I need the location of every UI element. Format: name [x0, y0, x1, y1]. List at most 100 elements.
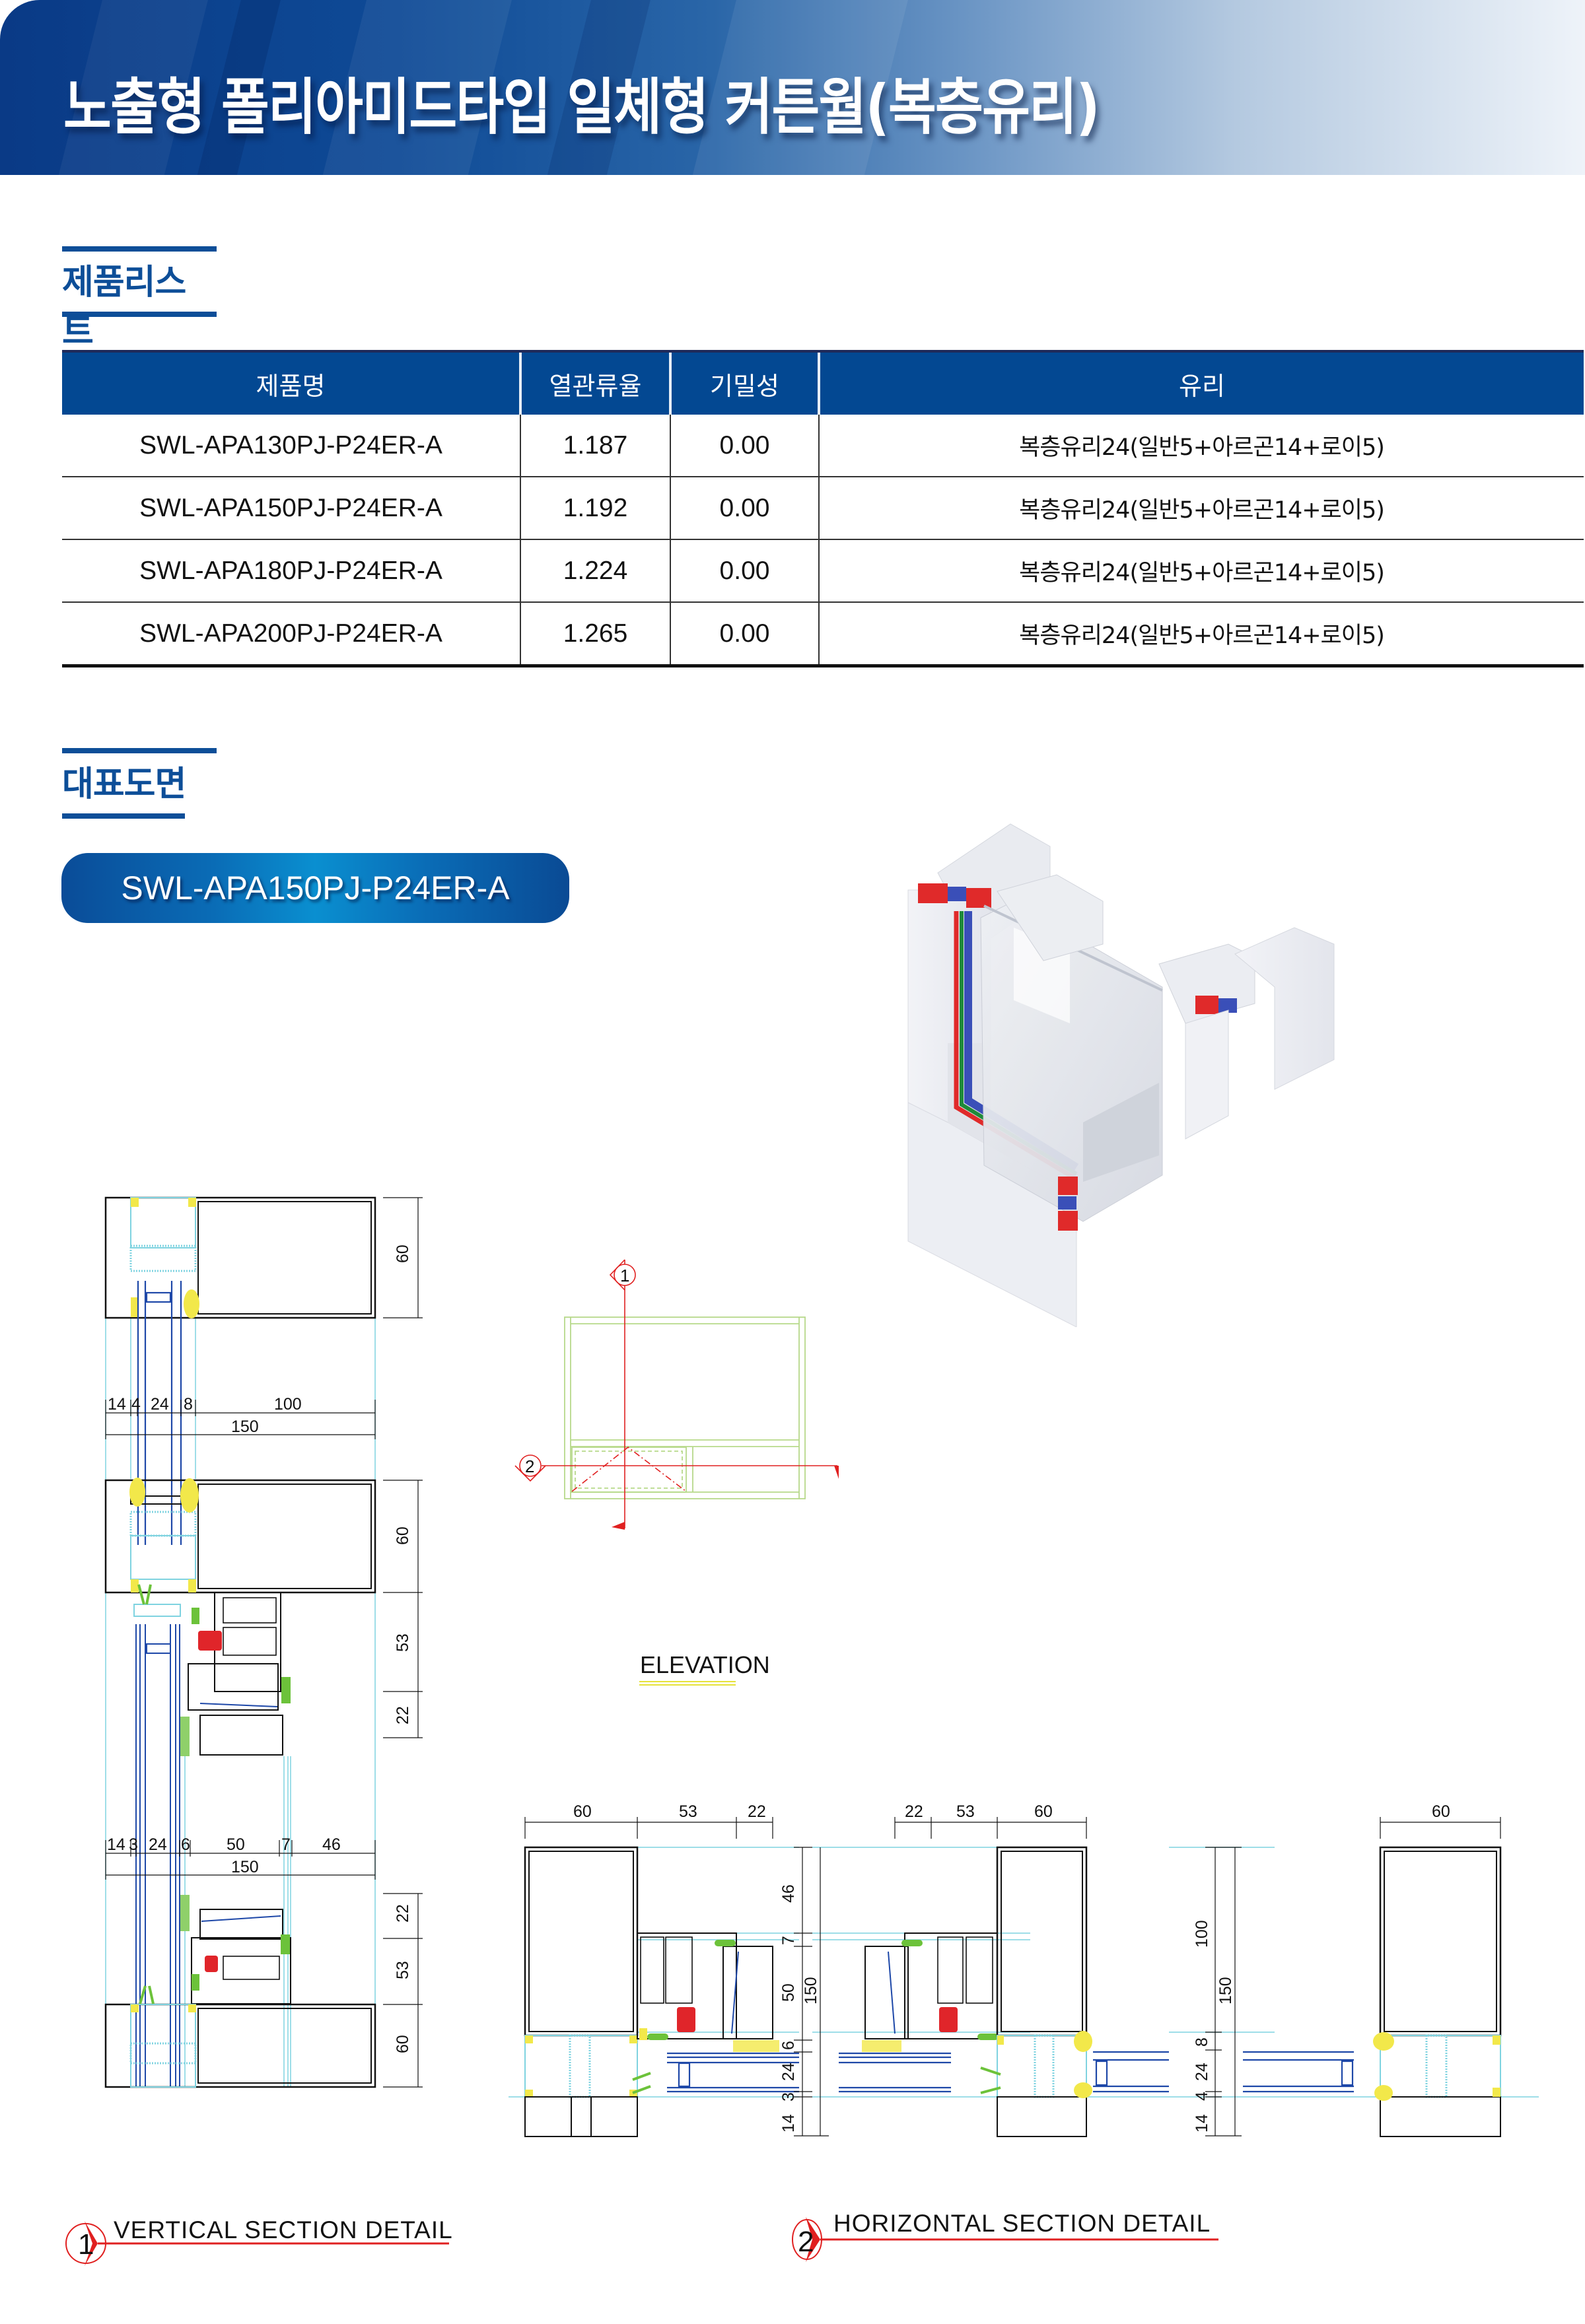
dim-top-right — [1380, 1817, 1501, 1839]
dim-right-bottom — [383, 1893, 423, 2088]
cell-name: SWL-APA150PJ-P24ER-A — [62, 477, 520, 540]
dim-label: 3 — [129, 1835, 138, 1854]
vent-left — [637, 1932, 779, 2052]
dim-label: 4 — [1193, 2092, 1211, 2101]
dim-label: 60 — [1034, 1802, 1053, 1821]
3d-render-illustration — [907, 823, 1335, 1327]
dim-label: 150 — [1216, 1977, 1235, 2004]
cell-u-value: 1.265 — [520, 602, 670, 667]
cell-name: SWL-APA130PJ-P24ER-A — [62, 415, 520, 477]
dim-label: 22 — [394, 1706, 412, 1725]
cell-u-value: 1.224 — [520, 539, 670, 603]
transom-top — [104, 1196, 376, 1319]
table-row: SWL-APA200PJ-P24ER-A 1.265 0.00 복층유리24(일… — [62, 602, 1584, 667]
dim-label: 7 — [779, 1936, 798, 1945]
dim-label: 7 — [281, 1835, 291, 1854]
cell-glass: 복층유리24(일반5+아르곤14+로이5) — [818, 477, 1584, 540]
glass-unit-center-right — [1093, 2051, 1169, 2093]
col-header-u-value: 열관류율 — [519, 350, 670, 415]
glazing-bead — [133, 1604, 181, 1617]
heading-bottom-rule — [62, 312, 217, 317]
heading-top-rule — [62, 748, 217, 753]
dim-label: 24 — [149, 1835, 167, 1854]
section-marker-number: 2 — [798, 2226, 814, 2258]
mullion-right — [1373, 1846, 1502, 2137]
cell-glass: 복층유리24(일반5+아르곤14+로이5) — [818, 539, 1584, 603]
transom-middle — [104, 1478, 376, 1594]
dim-label: 24 — [1193, 2063, 1211, 2081]
glass-unit-center-left — [839, 2052, 951, 2093]
dim-label: 8 — [184, 1395, 193, 1414]
dim-label: 60 — [1432, 1802, 1450, 1821]
dim-label: 14 — [779, 2114, 798, 2133]
gasket-icon — [137, 1584, 152, 1605]
vertical-section-drawing: 14 4 24 8 100 150 60 — [104, 1196, 423, 2088]
table-header-row: 제품명 열관류율 기밀성 유리 — [62, 350, 1584, 415]
product-list-heading-text: 제품리스트 — [62, 263, 186, 352]
mullion-center — [996, 1846, 1092, 2137]
cell-u-value: 1.192 — [520, 477, 670, 540]
dim-label: 22 — [748, 1802, 766, 1821]
heading-bottom-rule — [62, 813, 185, 819]
product-table: 제품명 열관류율 기밀성 유리 SWL-APA130PJ-P24ER-A 1.1… — [62, 350, 1584, 667]
dim-label: 22 — [394, 1904, 412, 1923]
cell-u-value: 1.187 — [520, 415, 670, 477]
dim-side-right — [1205, 1847, 1242, 2136]
glass-unit-right — [1243, 2051, 1354, 2093]
cell-name: SWL-APA180PJ-P24ER-A — [62, 539, 520, 603]
vent-center — [862, 1932, 999, 2052]
transom-bottom — [104, 1985, 376, 2088]
section-marker-number: 1 — [78, 2228, 94, 2261]
drawings-heading-text: 대표도면 — [62, 765, 186, 804]
cell-airtightness: 0.00 — [670, 415, 819, 477]
dim-label: 60 — [394, 1245, 412, 1263]
horizontal-section-label: HORIZONTAL SECTION DETAIL — [833, 2210, 1211, 2237]
horizontal-section-caption: 2 HORIZONTAL SECTION DETAIL — [792, 2210, 1218, 2262]
section-marker-2-icon — [519, 1454, 542, 1477]
dim-label: 60 — [394, 2035, 412, 2053]
dim-label: 100 — [274, 1395, 302, 1414]
dim-top-center — [894, 1817, 1087, 1839]
dim-label: 60 — [573, 1802, 592, 1821]
dim-label: 100 — [1193, 1920, 1211, 1948]
section-marker-1-icon — [614, 1264, 636, 1286]
dim-label: 14 — [107, 1835, 125, 1854]
page-title: 노출형 폴리아미드타입 일체형 커튼월(복층유리) — [63, 72, 1100, 143]
table-row: SWL-APA130PJ-P24ER-A 1.187 0.00 복층유리24(일… — [62, 415, 1584, 477]
table-row: SWL-APA180PJ-P24ER-A 1.224 0.00 복층유리24(일… — [62, 539, 1584, 603]
col-header-glass: 유리 — [818, 350, 1584, 415]
gasket-icon — [139, 1985, 155, 2004]
dim-label: 150 — [231, 1858, 259, 1876]
col-header-airtightness: 기밀성 — [669, 350, 819, 415]
dim-label: 60 — [394, 1526, 412, 1545]
cell-glass: 복층유리24(일반5+아르곤14+로이5) — [818, 602, 1584, 667]
dim-label: 50 — [779, 1983, 798, 2002]
drawings-heading: 대표도면 — [62, 748, 217, 819]
glass-unit-middle — [135, 1624, 180, 2086]
cell-airtightness: 0.00 — [670, 477, 819, 540]
mullion-left — [524, 1846, 639, 2137]
dim-label: 150 — [231, 1418, 259, 1436]
dim-label: 6 — [181, 1835, 190, 1854]
gasket-icon — [632, 2072, 651, 2094]
vertical-section-label: VERTICAL SECTION DETAIL — [114, 2216, 453, 2243]
dim-right-top — [383, 1197, 423, 1318]
vertical-section-caption: 1 VERTICAL SECTION DETAIL — [65, 2216, 453, 2266]
guide-lines — [105, 1317, 376, 2086]
dim-label: 53 — [394, 1961, 412, 1979]
dim-label: 24 — [779, 2063, 798, 2081]
model-pill: SWL-APA150PJ-P24ER-A — [61, 853, 569, 923]
cell-glass: 복층유리24(일반5+아르곤14+로이5) — [818, 415, 1584, 477]
dim-label: 14 — [108, 1395, 126, 1414]
dim-label: 8 — [1193, 2037, 1211, 2047]
glass-unit-left — [667, 2052, 799, 2093]
dim-label: 50 — [227, 1835, 245, 1854]
dim-side-left — [794, 1847, 829, 2136]
elevation-frame — [564, 1316, 806, 1499]
product-list-heading: 제품리스트 — [62, 246, 217, 352]
col-header-name: 제품명 — [62, 350, 520, 415]
title-banner: 노출형 폴리아미드타입 일체형 커튼월(복층유리) — [0, 0, 1585, 175]
table-row: SWL-APA150PJ-P24ER-A 1.192 0.00 복층유리24(일… — [62, 477, 1584, 540]
dim-right-middle — [383, 1480, 423, 1738]
dim-label: 22 — [905, 1802, 923, 1821]
